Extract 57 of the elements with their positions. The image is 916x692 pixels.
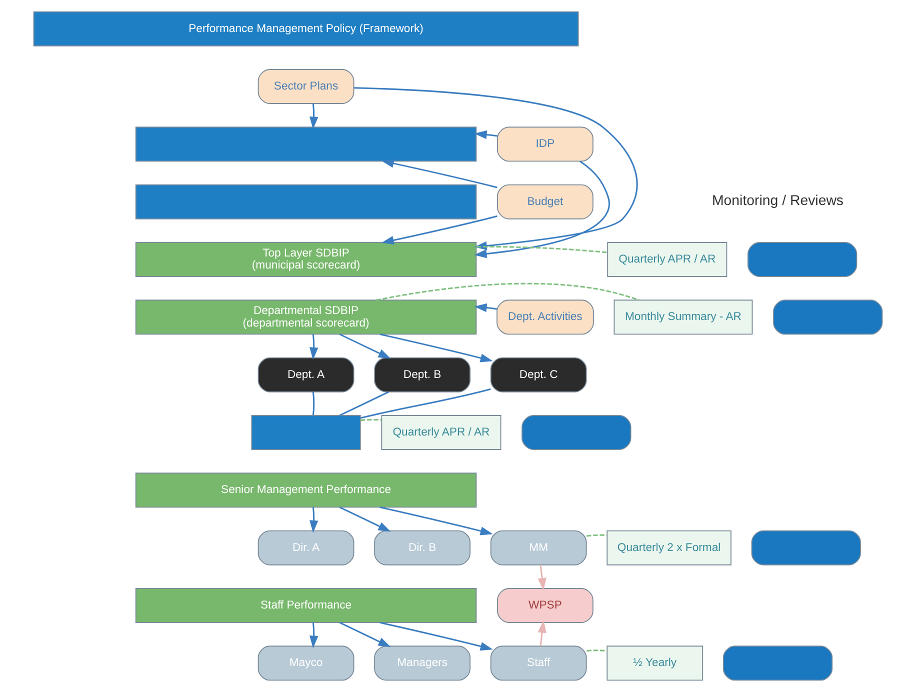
node-box: Dept. Activities [496,300,594,335]
node-box: Quarterly APR / AR [607,242,728,277]
node-box: IDP [497,126,594,162]
arrow [538,564,546,591]
connector [360,418,382,421]
arrow [310,334,318,360]
node-box: Dept. B [374,357,471,392]
node-box: Departmental SDBIP (departmental scorecard) [135,300,477,335]
node-box: Dir. A [258,530,354,566]
node-box [748,242,858,277]
node-box: Sector Plans [258,69,354,104]
node-box: Quarterly APR / AR [381,415,502,450]
node-box: Senior Management Performance [135,472,477,508]
node-box: Dept. C [490,357,587,392]
arrow [310,507,318,533]
arrow [310,622,318,648]
arrow [474,130,498,140]
arrow [380,506,493,536]
node-box: Dept. A [258,357,354,392]
node-box [522,415,632,450]
connector [312,392,315,416]
arrow [339,506,391,532]
arrow [310,104,318,130]
node-box: Performance Management Policy (Framework) [33,11,579,46]
node-box: Managers [374,646,471,681]
node-box [773,300,883,335]
node-box: ½ Yearly [606,646,704,681]
node-box: MM [490,530,587,566]
arrow [339,622,391,648]
node-box: Staff [490,646,587,681]
connector [586,534,607,537]
arrow [339,334,391,359]
node-box: Staff Performance [135,588,477,623]
label: Monitoring / Reviews [712,193,844,210]
node-box: Top Layer SDBIP (municipal scorecard) [135,242,477,277]
node-box [251,415,361,450]
node-box [751,530,861,566]
node-box [135,184,477,220]
connector [339,391,389,416]
arrow [381,215,498,245]
arrow [380,622,493,651]
connector [586,650,608,652]
node-box: Dir. B [374,530,471,566]
connector [360,388,491,419]
node-box: Monthly Summary - AR [614,300,753,335]
connector [376,282,640,301]
node-box: Mayco [258,646,354,681]
arrow [380,333,493,362]
arrow [381,159,498,188]
connector [476,246,608,254]
node-box [135,126,477,162]
arrow [474,303,498,312]
node-box: Quarterly 2 x Formal [606,530,732,566]
node-box: Budget [497,184,594,220]
node-box [722,646,833,681]
node-box: WPSP [497,588,594,623]
arrow [538,620,546,646]
